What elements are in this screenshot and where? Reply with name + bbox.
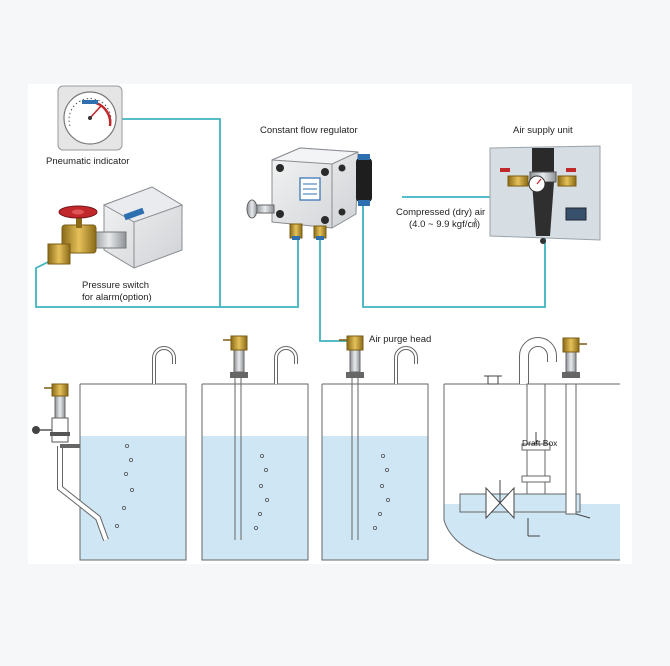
constant-flow-regulator-label: Constant flow regulator <box>260 125 358 136</box>
pressure-switch-label-line1: Pressure switch <box>82 280 150 291</box>
pressure-switch-label-line2: for alarm(option) <box>82 292 152 303</box>
draft-box-label: Draft Box <box>522 438 558 448</box>
air-supply-unit-device <box>489 145 601 244</box>
constant-flow-regulator-device <box>246 147 372 240</box>
connector-lines <box>35 118 546 342</box>
hull-tank <box>443 337 620 561</box>
compressed-air-label-line1: Compressed (dry) air <box>396 207 486 218</box>
compressed-air-label-line2: (4.0 ~ 9.9 kgf/㎠) <box>409 219 481 230</box>
tank-1 <box>32 346 187 561</box>
indicator-line <box>35 118 221 308</box>
air-purge-head-label: Air purge head <box>369 334 432 345</box>
pneumatic-indicator-device <box>57 85 123 151</box>
regulator-left-line <box>220 237 299 308</box>
air-supply-unit-label: Air supply unit <box>513 125 573 136</box>
purge-head-line <box>319 237 355 342</box>
tank-2 <box>201 335 309 561</box>
air-supply-line <box>362 196 546 308</box>
pneumatic-indicator-label: Pneumatic indicator <box>46 156 130 167</box>
pressure-switch-device <box>47 186 184 269</box>
tank-3 <box>321 335 429 561</box>
